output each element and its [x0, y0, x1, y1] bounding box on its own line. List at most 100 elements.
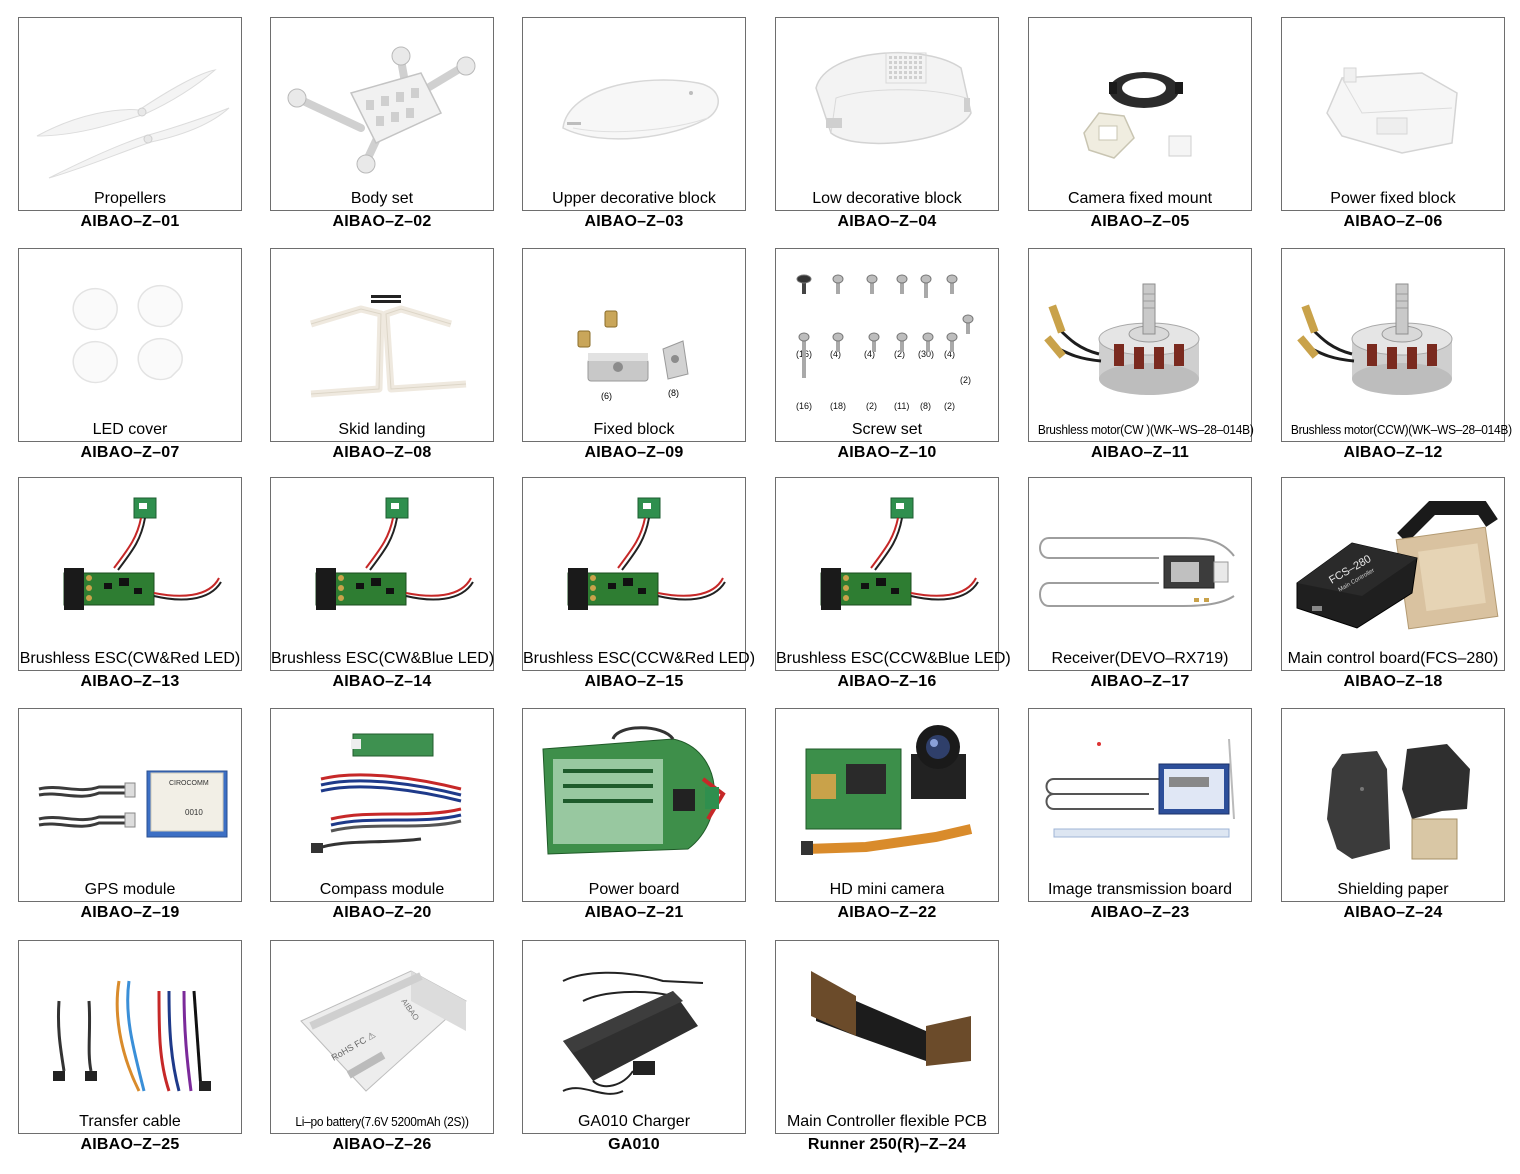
part-code: AIBAO–Z–16: [837, 673, 937, 690]
part-image-box: Brushless motor(CCW)(WK–WS–28–014B): [1281, 248, 1512, 442]
transmission-icon: [1045, 738, 1235, 838]
screw-shaft: [966, 322, 970, 334]
vent-dot: [894, 61, 897, 64]
vent-dot: [899, 56, 902, 59]
part-image-box: CIROCOMM 0010 GPS module: [18, 708, 242, 902]
vent-dot: [889, 71, 892, 74]
part-name: Fixed block: [593, 421, 675, 438]
screw-shaft: [926, 340, 930, 352]
screw-count: (18): [830, 401, 846, 411]
part-image-box: Shielding paper: [1281, 708, 1505, 902]
part-name: Brushless motor(CW )(WK–WS–28–014B): [1037, 422, 1254, 437]
power-board-icon: [542, 726, 726, 855]
screw-shaft: [872, 340, 876, 352]
screw-shaft: [900, 340, 904, 352]
part-code: AIBAO–Z–18: [1343, 673, 1443, 690]
part-name: Receiver(DEVO–RX719): [1051, 650, 1229, 667]
upper-shell-icon: [562, 79, 719, 140]
vent-dot: [894, 76, 897, 79]
screw-count: (2): [866, 401, 877, 411]
vent-dot: [894, 56, 897, 59]
part-name: Brushless motor(CCW)(WK–WS–28–014B): [1290, 422, 1512, 437]
part-name: Power board: [588, 881, 680, 898]
part-code: AIBAO–Z–14: [332, 673, 432, 690]
vent-dot: [889, 76, 892, 79]
screw-head: [962, 314, 974, 324]
vent-dot: [919, 66, 922, 69]
frame-icon: [287, 46, 476, 174]
part-name: Image transmission board: [1047, 881, 1233, 898]
part-name: Brushless ESC(CCW&Red LED): [523, 650, 756, 667]
part-name: Low decorative block: [812, 190, 962, 207]
part-code: AIBAO–Z–26: [332, 1136, 432, 1153]
vent-dot: [894, 71, 897, 74]
power-block-icon: [1326, 67, 1458, 154]
part-code: AIBAO–Z–20: [332, 904, 432, 921]
part-name: Compass module: [319, 881, 445, 898]
part-code: AIBAO–Z–17: [1090, 673, 1190, 690]
vent-dot: [909, 56, 912, 59]
vent-dot: [889, 61, 892, 64]
vent-dot: [904, 71, 907, 74]
screw-head: [866, 274, 878, 284]
part-name: Brushless ESC(CW&Blue LED): [271, 650, 495, 667]
part-name: Li–po battery(7.6V 5200mAh (2S)): [295, 1114, 469, 1129]
vent-dot: [914, 66, 917, 69]
part-code: AIBAO–Z–19: [80, 904, 180, 921]
lower-shell-icon: [815, 52, 972, 145]
shielding-icon: [1327, 744, 1470, 860]
esc-icon: [567, 497, 726, 610]
part-code: AIBAO–Z–25: [80, 1136, 180, 1153]
part-image-box: Low decorative block: [775, 17, 999, 211]
vent-dot: [899, 76, 902, 79]
screw-head: [946, 274, 958, 284]
part-code: AIBAO–Z–06: [1343, 213, 1443, 230]
part-card: Brushless motor(CCW)(WK–WS–28–014B)AIBAO…: [1281, 248, 1512, 462]
vent-dot: [919, 61, 922, 64]
screw-shaft: [950, 282, 954, 294]
part-name: Brushless ESC(CCW&Blue LED): [776, 650, 1011, 667]
part-code: AIBAO–Z–08: [332, 444, 432, 461]
part-code: AIBAO–Z–22: [837, 904, 937, 921]
screw-head: [832, 274, 844, 284]
screw-count: (30): [918, 349, 934, 359]
fixed-block-icon: (6) (8): [577, 310, 689, 401]
part-name: Brushless ESC(CW&Red LED): [19, 650, 241, 667]
part-code: AIBAO–Z–01: [80, 213, 180, 230]
vent-dot: [914, 61, 917, 64]
part-card: Brushless ESC(CCW&Red LED)AIBAO–Z–15: [522, 477, 756, 691]
esc-icon: [63, 497, 222, 610]
camera-icon: [801, 725, 973, 855]
vent-dot: [909, 61, 912, 64]
screw-head: [920, 274, 932, 284]
screw-count: (4): [830, 349, 841, 359]
vent-dot: [904, 56, 907, 59]
screw-head: [798, 332, 810, 342]
part-image-box: Body set: [270, 17, 494, 211]
part-name: Skid landing: [338, 421, 426, 438]
part-card: Brushless motor(CW )(WK–WS–28–014B)AIBAO…: [1028, 248, 1254, 462]
part-image-box: Power board: [522, 708, 746, 902]
screw-head: [922, 332, 934, 342]
part-image-box: (6) (8) Fixed block: [522, 248, 746, 442]
screw-head: [896, 274, 908, 284]
vent-dot: [904, 66, 907, 69]
charger-icon: [562, 971, 704, 1095]
esc-icon: [315, 497, 474, 610]
part-image-box: FCS–280 Main Controller Main control boa…: [1281, 477, 1505, 671]
part-name: Transfer cable: [79, 1113, 181, 1130]
part-code: AIBAO–Z–13: [80, 673, 180, 690]
part-code: AIBAO–Z–24: [1343, 904, 1443, 921]
part-name: Upper decorative block: [552, 190, 716, 207]
